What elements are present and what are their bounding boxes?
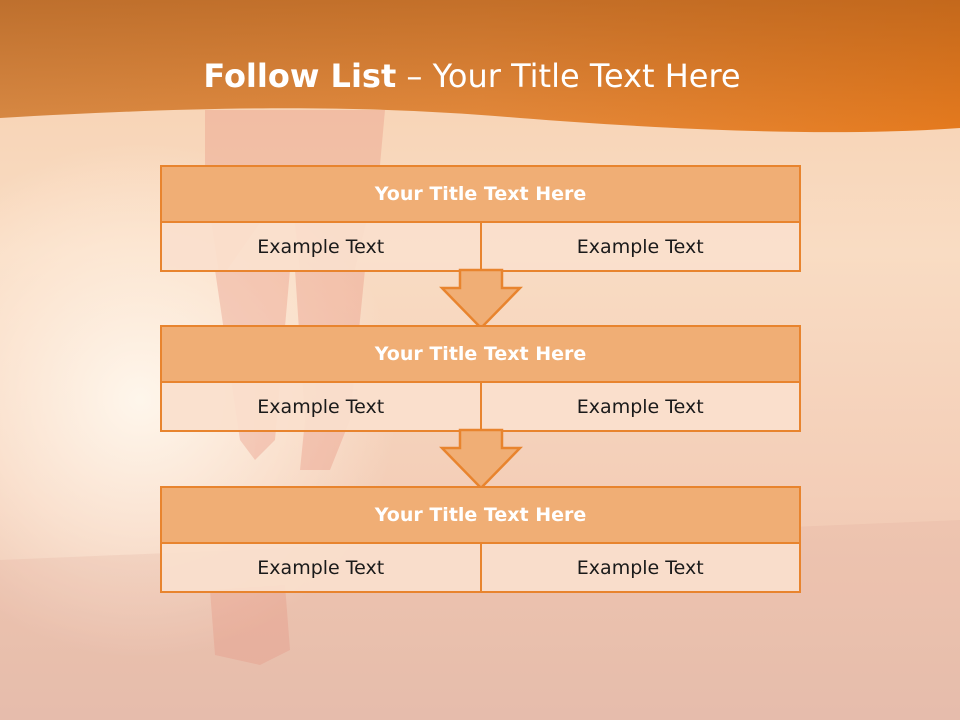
block-header: Your Title Text Here [160, 325, 801, 383]
list-block-2: Your Title Text Here Example Text Exampl… [160, 325, 801, 432]
down-arrow-icon [439, 268, 523, 330]
list-block-3: Your Title Text Here Example Text Exampl… [160, 486, 801, 593]
down-arrow-icon [439, 428, 523, 490]
block-row: Example Text Example Text [160, 223, 801, 272]
title-rest: – Your Title Text Here [396, 57, 741, 95]
block-header: Your Title Text Here [160, 486, 801, 544]
block-header: Your Title Text Here [160, 165, 801, 223]
title-bold: Follow List [203, 57, 397, 95]
block-row: Example Text Example Text [160, 383, 801, 432]
block-cell-left: Example Text [257, 235, 385, 258]
slide-title: Follow List – Your Title Text Here [0, 54, 944, 98]
block-cell-left: Example Text [257, 395, 385, 418]
block-cell-right: Example Text [479, 383, 800, 430]
list-block-1: Your Title Text Here Example Text Exampl… [160, 165, 801, 272]
header-banner [0, 0, 960, 133]
block-row: Example Text Example Text [160, 544, 801, 593]
block-cell-right: Example Text [479, 544, 800, 591]
block-cell-left: Example Text [257, 556, 385, 579]
block-cell-right: Example Text [479, 223, 800, 270]
